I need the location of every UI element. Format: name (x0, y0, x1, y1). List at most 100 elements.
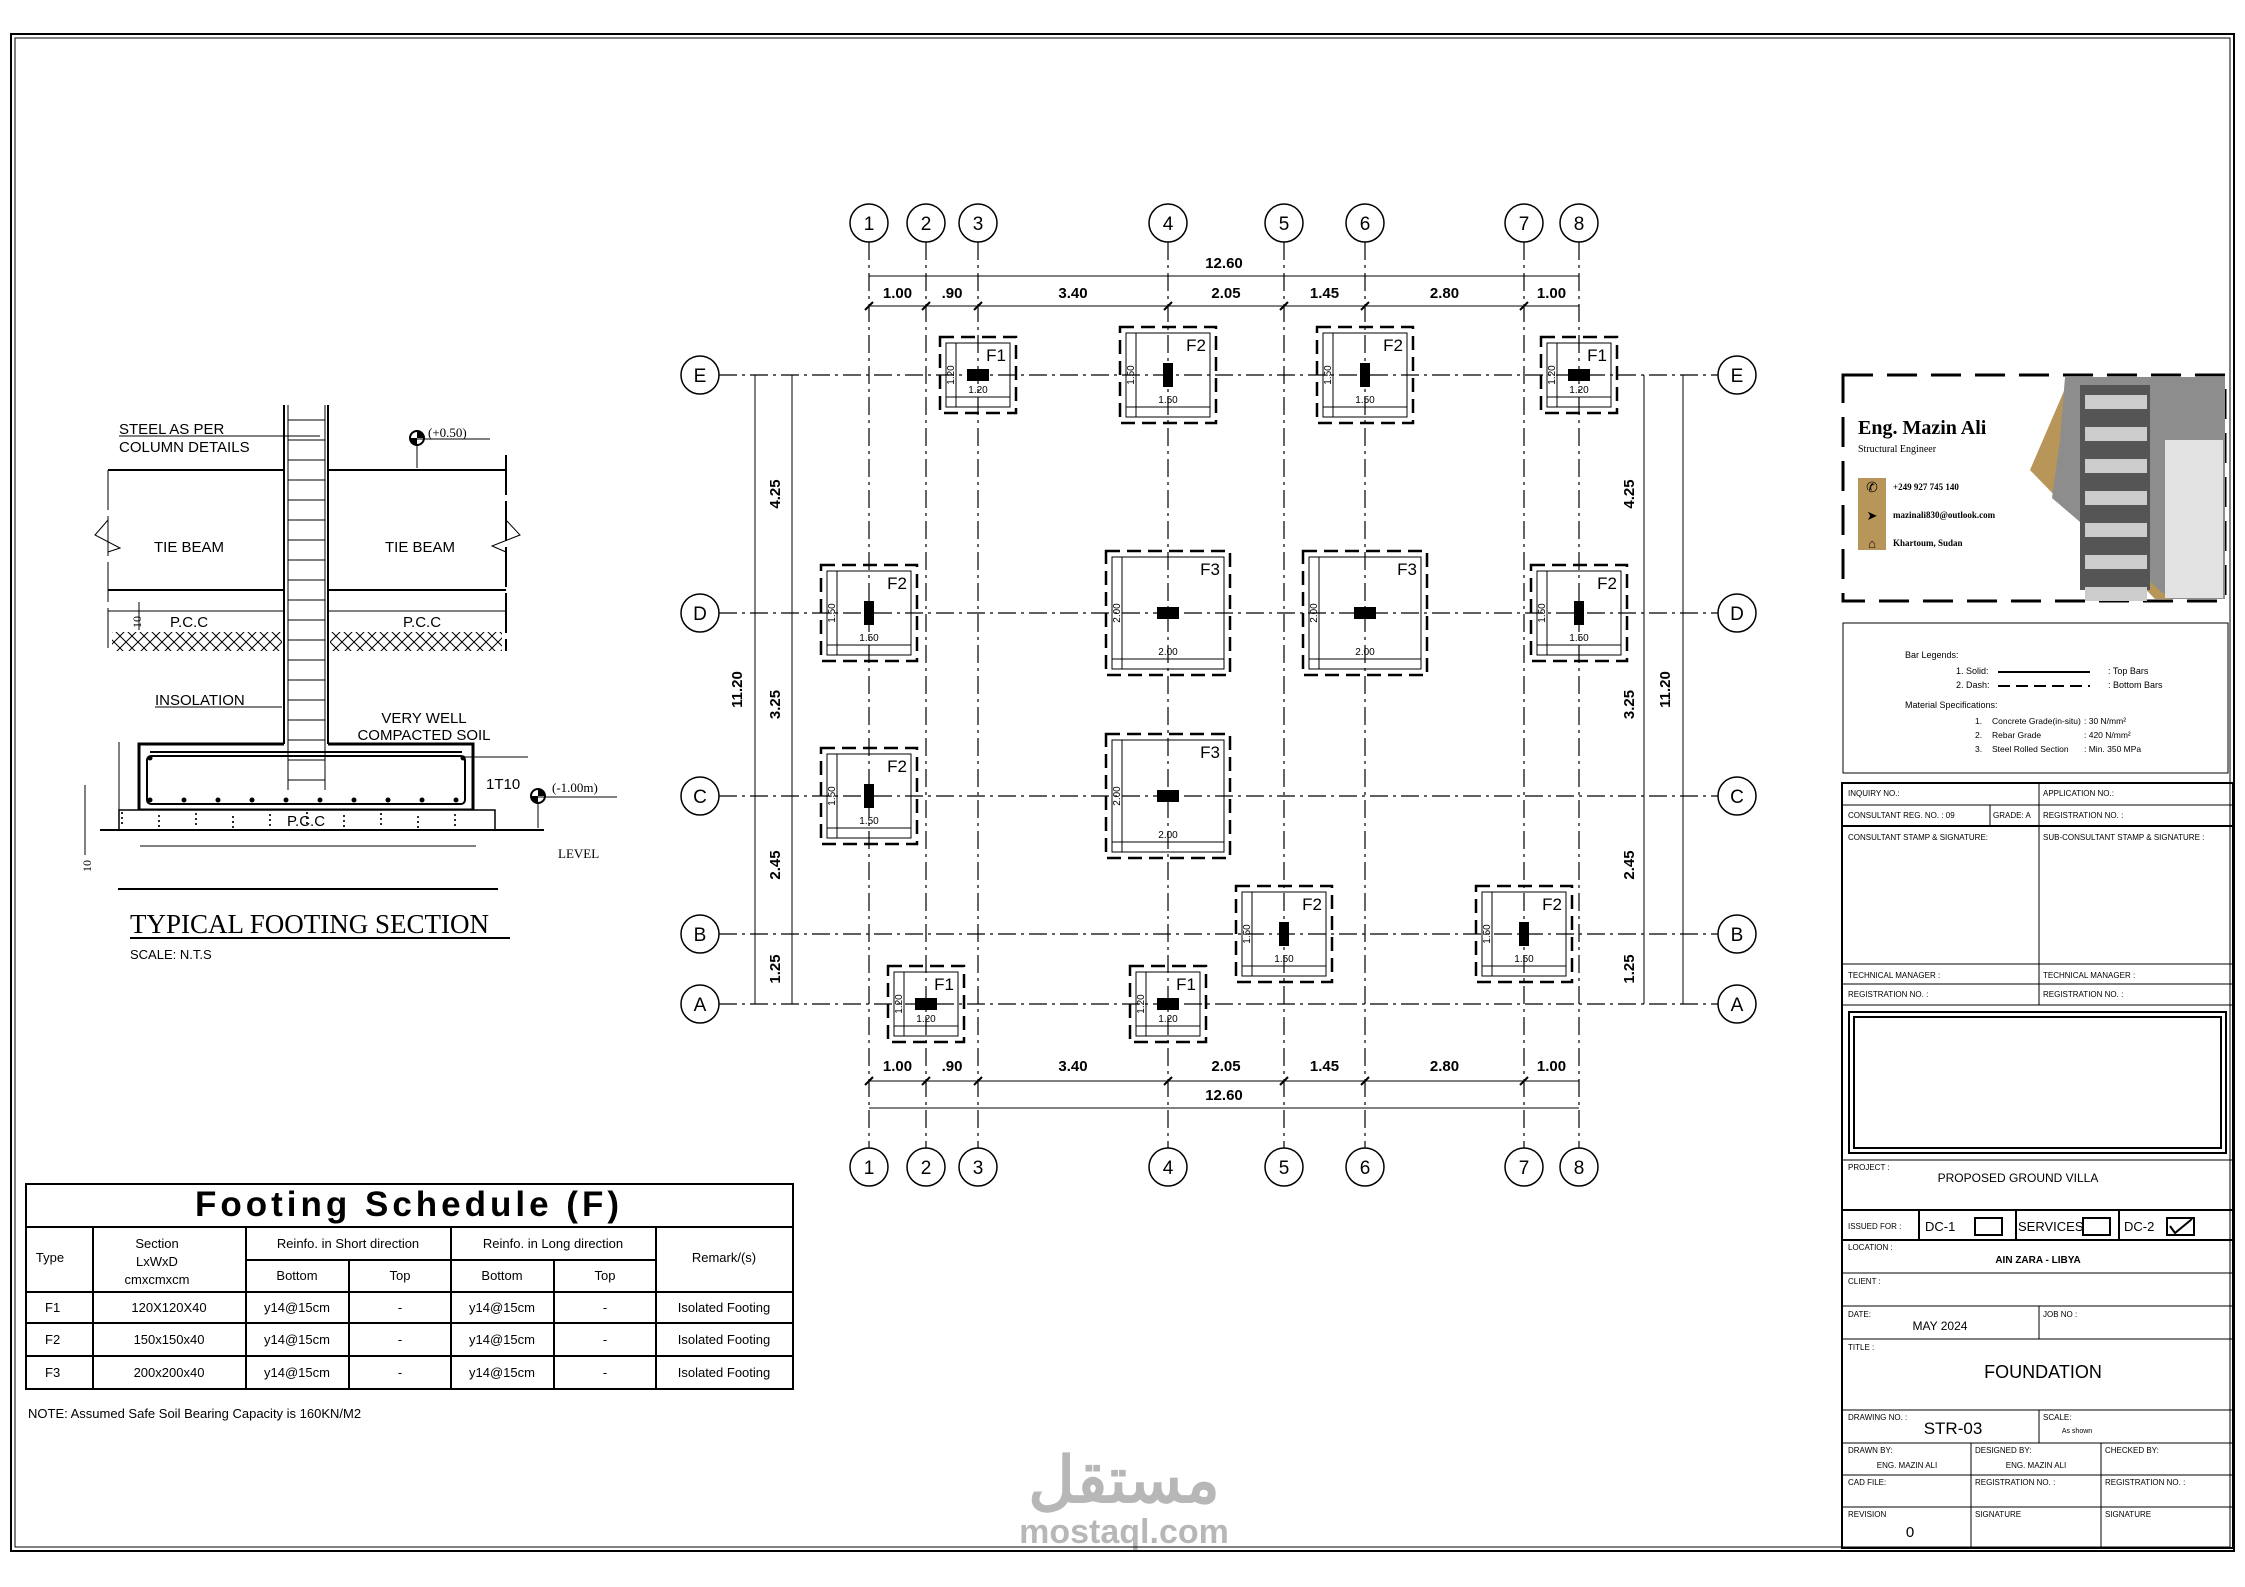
grid-bubble-A[interactable] (680, 984, 720, 1024)
grid-bubble-4[interactable] (1148, 203, 1188, 243)
inquiry-label: INQUIRY NO.: (1848, 789, 1900, 798)
grid-bubble-A[interactable] (1717, 984, 1757, 1024)
rebar-dot (351, 797, 357, 803)
checkbox[interactable] (2082, 1217, 2111, 1236)
grid-bubble-D[interactable] (680, 593, 720, 633)
footing-edge (1135, 971, 1201, 1037)
rebar-label: 1T10 (486, 776, 520, 793)
material-name: Rebar Grade (1992, 730, 2041, 740)
table-cell: 200x200x40 (134, 1365, 205, 1380)
material-index: 3. (1975, 744, 1982, 754)
footing-outline (1301, 549, 1429, 677)
footing-f2[interactable]: F21.501.50 (819, 746, 919, 846)
footing-f2[interactable]: F21.501.50 (1234, 884, 1334, 984)
dimension-value: 1.00 (883, 1058, 912, 1075)
footing-size: 1.50 (827, 603, 838, 623)
grid-bubble-3[interactable] (958, 203, 998, 243)
grid-bubble-C[interactable] (1717, 776, 1757, 816)
grid-label-D: D (693, 604, 707, 625)
footing-f2[interactable]: F21.501.50 (1474, 884, 1574, 984)
footing-size: 1.50 (827, 786, 838, 806)
grade: GRADE: A (1993, 811, 2031, 820)
footing-f2[interactable]: F21.501.50 (1315, 325, 1415, 425)
steel-note: STEEL AS PER (119, 421, 224, 438)
pcc-thickness: 10 (130, 616, 144, 628)
header-type: Type (36, 1250, 64, 1265)
concrete-speckle (269, 824, 271, 826)
footing-f3[interactable]: F32.002.00 (1104, 549, 1232, 677)
footing-size: 2.00 (1309, 603, 1320, 623)
footing-f1[interactable]: F11.201.20 (1128, 964, 1208, 1044)
footing-type: F2 (1597, 574, 1617, 593)
footing-outline (1104, 732, 1232, 860)
dimension-tick (1279, 1076, 1289, 1086)
grid-bubble-2[interactable] (906, 203, 946, 243)
grid-bubble-C[interactable] (680, 776, 720, 816)
grid-bubble-6[interactable] (1345, 1147, 1385, 1187)
footing-type: F2 (1542, 895, 1562, 914)
grid-bubble-5[interactable] (1264, 203, 1304, 243)
footing-f3[interactable]: F32.002.00 (1104, 732, 1232, 860)
grid-bubble-4[interactable] (1148, 1147, 1188, 1187)
soil-label: COMPACTED SOIL (357, 727, 490, 744)
checkbox[interactable] (2166, 1217, 2195, 1236)
grid-bubble-7[interactable] (1504, 203, 1544, 243)
concrete-speckle (121, 822, 123, 824)
issued-option-services[interactable]: SERVICES (2018, 1217, 2111, 1236)
registration-label: REGISTRATION NO. : (2043, 990, 2123, 999)
footing-f2[interactable]: F21.501.50 (1118, 325, 1218, 425)
issued-option-label: DC-1 (1925, 1219, 1955, 1234)
grid-bubble-8[interactable] (1559, 203, 1599, 243)
footing-size: 2.00 (1112, 603, 1123, 623)
grid-bubble-E[interactable] (1717, 355, 1757, 395)
header-section: cmxcmxcm (125, 1272, 190, 1287)
application-label: APPLICATION NO.: (2043, 789, 2114, 798)
footing-size: 1.50 (1242, 924, 1253, 944)
concrete-speckle (306, 812, 308, 814)
issued-option-label: DC-2 (2124, 1219, 2154, 1234)
footing-type: F3 (1200, 743, 1220, 762)
footing-size: 2.00 (1158, 830, 1178, 841)
grid-bubble-E[interactable] (680, 355, 720, 395)
issued-option-dc-2[interactable]: DC-2 (2124, 1217, 2195, 1236)
column-mark (1568, 369, 1590, 381)
footing-f2[interactable]: F21.501.50 (1529, 563, 1629, 663)
dimension-total: 12.60 (1205, 255, 1243, 272)
grid-bubble-1[interactable] (849, 1147, 889, 1187)
footing-f1[interactable]: F11.201.20 (938, 335, 1018, 415)
grid-bubble-D[interactable] (1717, 593, 1757, 633)
footing-f2[interactable]: F21.501.50 (819, 563, 919, 663)
grid-bubble-7[interactable] (1504, 1147, 1544, 1187)
grid-bubble-5[interactable] (1264, 1147, 1304, 1187)
footing-f1[interactable]: F11.201.20 (1539, 335, 1619, 415)
scale-label: SCALE: (2043, 1413, 2071, 1422)
material-list: 1.Concrete Grade(in-situ): 30 N/mm²2.Reb… (1975, 716, 2141, 754)
issued-for-options: DC-1 SERVICES DC-2 (1925, 1217, 2195, 1236)
pcc-thickness: 10 (80, 860, 94, 872)
grid-bubble-6[interactable] (1345, 203, 1385, 243)
concrete-speckle (269, 819, 271, 821)
balcony (2085, 459, 2147, 473)
rebar-dot (317, 797, 323, 803)
footing-type: F2 (887, 574, 907, 593)
grid-bubble-3[interactable] (958, 1147, 998, 1187)
issued-option-dc-1[interactable]: DC-1 (1925, 1217, 2003, 1236)
engineer-name: Eng. Mazin Ali (1858, 417, 1987, 439)
grid-bubble-8[interactable] (1559, 1147, 1599, 1187)
rebar-dot (181, 797, 187, 803)
dimension-value: 2.05 (1211, 1058, 1240, 1075)
footing-f1[interactable]: F11.201.20 (886, 964, 966, 1044)
column-mark (1360, 363, 1370, 387)
material-index: 2. (1975, 730, 1982, 740)
signature-label: SIGNATURE (1975, 1510, 2021, 1519)
grid-bubble-B[interactable] (1717, 914, 1757, 954)
footing-f3[interactable]: F32.002.00 (1301, 549, 1429, 677)
grid-label-3: 3 (973, 214, 984, 235)
header-long: Reinfo. in Long direction (483, 1236, 623, 1251)
grid-bubble-B[interactable] (680, 914, 720, 954)
grid-bubble-2[interactable] (906, 1147, 946, 1187)
grid-bubble-1[interactable] (849, 203, 889, 243)
checkbox[interactable] (1974, 1217, 2003, 1236)
pcc-label: P.C.C (403, 614, 441, 631)
grid-label-1: 1 (864, 1158, 875, 1179)
